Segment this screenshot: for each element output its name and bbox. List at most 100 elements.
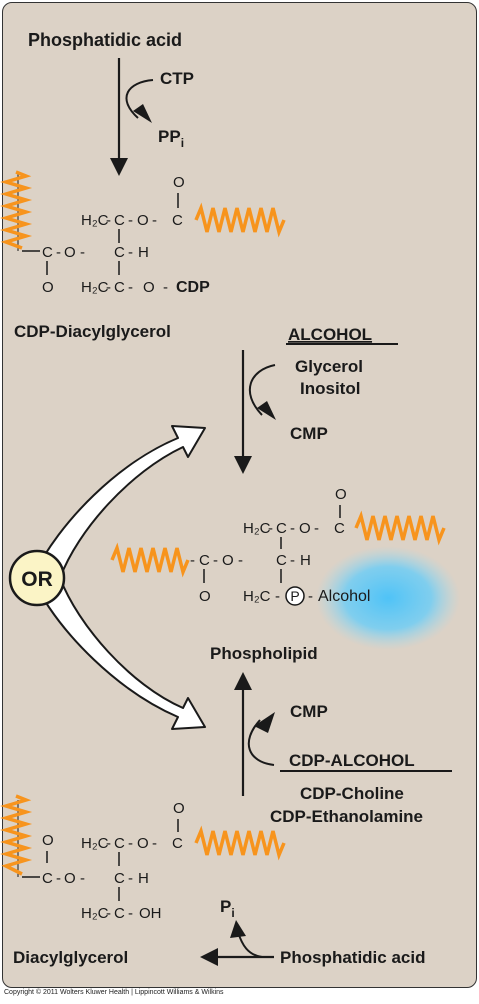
diacylglycerol-label: Diacylglycerol (13, 948, 128, 967)
svg-text:C: C (276, 520, 287, 537)
svg-text:-: - (190, 552, 195, 569)
svg-text:C: C (114, 835, 125, 852)
svg-text:C: C (334, 520, 345, 537)
cmp-bottom-arrowhead (254, 712, 275, 733)
ctp-branch-arrowhead (133, 104, 152, 123)
svg-text:-: - (106, 835, 111, 852)
svg-text:-: - (128, 212, 133, 229)
phosphate-p: P (290, 588, 299, 604)
svg-text:-: - (308, 588, 313, 605)
svg-text:-: - (128, 244, 133, 261)
pi-arrowhead (230, 920, 246, 938)
svg-text:-: - (128, 279, 133, 296)
alcohol-header: ALCOHOL (288, 325, 372, 344)
svg-text:-: - (56, 244, 61, 261)
svg-text:OH: OH (139, 905, 162, 922)
svg-text:C: C (172, 835, 183, 852)
svg-text:H₂C: H₂C (81, 905, 109, 922)
ctp-label: CTP (160, 69, 194, 88)
svg-text:-: - (80, 870, 85, 887)
svg-text:-: - (56, 870, 61, 887)
cdp-alcohol-arrow-head (234, 672, 252, 690)
svg-text:C: C (114, 244, 125, 261)
ppi-label: PPi (158, 127, 184, 150)
svg-text:-: - (106, 905, 111, 922)
svg-text:O: O (137, 212, 149, 229)
svg-text:-: - (213, 552, 218, 569)
cdp-dag-carbonyl-c: C (172, 212, 183, 229)
bottom-arrow-head (200, 948, 218, 966)
svg-text:H₂C: H₂C (81, 835, 109, 852)
svg-text:-: - (290, 552, 295, 569)
or-label: OR (21, 568, 53, 591)
main-arrow-head-top (110, 158, 128, 176)
svg-text:H: H (300, 552, 311, 569)
svg-text:O: O (64, 870, 76, 887)
svg-text:O: O (222, 552, 234, 569)
svg-text:-: - (314, 520, 319, 537)
svg-text:H: H (138, 244, 149, 261)
fatty-acid-chain-2 (194, 202, 286, 238)
fatty-acid-chain-6 (0, 794, 33, 876)
svg-text:C: C (276, 552, 287, 569)
glycerol-label: Glycerol (295, 357, 363, 376)
svg-text:-: - (80, 244, 85, 261)
phosphatidic-acid-bottom-label: Phosphatidic acid (280, 948, 425, 967)
svg-text:-: - (106, 279, 111, 296)
alcohol-group-label: Alcohol (318, 588, 370, 605)
svg-text:-: - (275, 588, 280, 605)
cmp-top-label: CMP (290, 424, 328, 443)
svg-text:O: O (143, 279, 155, 296)
svg-text:O: O (199, 588, 211, 605)
cmp-bottom-label: CMP (290, 702, 328, 721)
svg-text:C: C (114, 212, 125, 229)
svg-text:C: C (114, 870, 125, 887)
svg-text:C: C (199, 552, 210, 569)
copyright-text: Copyright © 2011 Wolters Kluwer Health |… (4, 989, 224, 996)
svg-text:O: O (42, 832, 54, 849)
svg-text:C: C (42, 870, 53, 887)
svg-text:H: H (138, 870, 149, 887)
cdp-group-label: CDP (176, 279, 210, 296)
cdp-dag-carbonyl-o: O (173, 174, 185, 191)
svg-text:-: - (152, 835, 157, 852)
svg-text:-: - (106, 212, 111, 229)
svg-text:C: C (114, 279, 125, 296)
svg-text:-: - (128, 905, 133, 922)
svg-text:O: O (137, 835, 149, 852)
svg-text:O: O (42, 279, 54, 296)
svg-text:H₂C: H₂C (243, 520, 271, 537)
fatty-acid-chain-4 (110, 542, 190, 578)
cdp-dag-h2c-1: H₂C (81, 212, 109, 229)
svg-text:H₂C: H₂C (243, 588, 271, 605)
cdp-diacylglycerol-label: CDP-Diacylglycerol (14, 322, 171, 341)
svg-text:-: - (128, 835, 133, 852)
cdp-choline-label: CDP-Choline (300, 784, 404, 803)
svg-text:C: C (114, 905, 125, 922)
phosphate-circle (285, 586, 305, 606)
cmp-top-arrowhead (257, 401, 276, 420)
svg-text:-: - (128, 870, 133, 887)
phospholipid-label: Phospholipid (210, 644, 318, 663)
svg-text:-: - (290, 520, 295, 537)
ctp-branch-curve (125, 79, 154, 119)
svg-text:-: - (268, 520, 273, 537)
svg-text:-: - (163, 279, 168, 296)
fatty-acid-chain-3 (354, 510, 446, 546)
svg-text:-: - (152, 212, 157, 229)
svg-text:-: - (238, 552, 243, 569)
fatty-acid-chain-1 (0, 170, 33, 250)
phosphatidic-acid-top-label: Phosphatidic acid (28, 30, 182, 50)
svg-text:C: C (42, 244, 53, 261)
alcohol-glow (316, 546, 460, 650)
inositol-label: Inositol (300, 379, 360, 398)
svg-text:O: O (335, 486, 347, 503)
svg-text:O: O (64, 244, 76, 261)
cdp-alcohol-header: CDP-ALCOHOL (289, 751, 415, 770)
alcohol-arrow-head (234, 456, 252, 474)
svg-text:O: O (173, 800, 185, 817)
diagram-panel (2, 2, 477, 988)
fatty-acid-chain-5 (194, 825, 286, 861)
or-circle (8, 549, 66, 607)
